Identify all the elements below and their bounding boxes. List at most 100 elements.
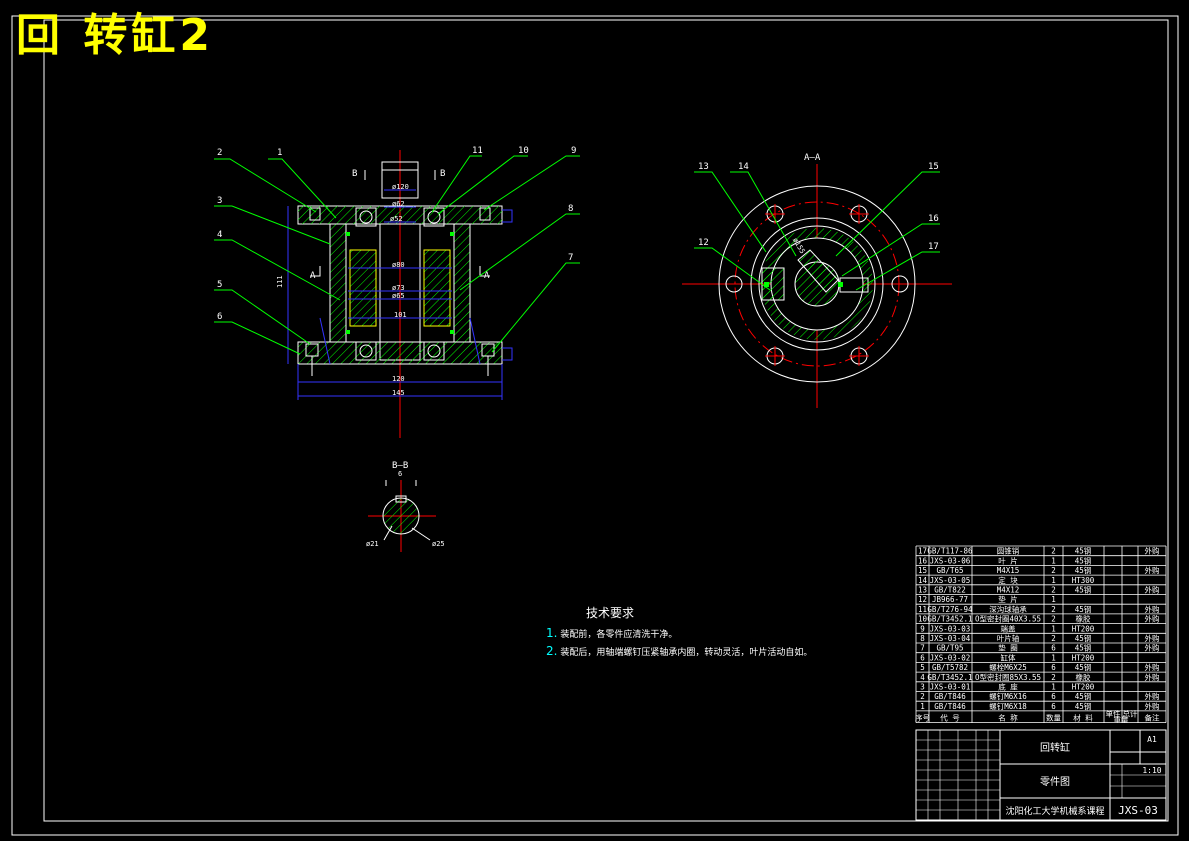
bom-row-code: GB/T3452.1 [927,673,972,682]
bom-row-qty: 2 [1051,634,1056,643]
bom-row-note: 外购 [1145,701,1160,711]
bom-row-note: 外购 [1145,565,1160,575]
bom-row-qty: 6 [1051,702,1056,711]
bom-row-code: GB/T3452.1 [927,615,972,624]
tech-item-1: 1. 装配前，各零件应清洗干净。 [546,626,678,640]
bom-row-no: 2 [920,692,925,701]
bom-row-qty: 2 [1051,566,1056,575]
dim-d65: ø65 [392,292,405,300]
bom-row-name: M4X12 [997,586,1020,595]
callout-2: 2 [217,148,222,158]
bom-row-code: GB/T276-94 [927,605,973,614]
bom-row-code: JXS-03-04 [930,634,971,643]
shaft-top [381,161,419,199]
bom-row-note: 外购 [1145,604,1160,614]
bom-row-note: 外购 [1145,672,1160,682]
section-b-right: B [440,169,445,179]
vane-section [797,249,839,293]
dim-d80: ø80 [392,261,405,269]
callout-15: 15 [928,162,939,172]
bom-row-no: 5 [920,663,925,672]
callout-7: 7 [568,253,573,263]
bearing-top-left [355,207,377,227]
bom-header-no: 序号 [915,713,930,723]
bom-row-note: 外购 [1145,643,1160,653]
bearing-top-right [423,207,445,227]
bom-row-name: 螺栓M6X25 [989,662,1027,672]
bom-row-material: 45钢 [1075,643,1092,653]
dim-d73: ø73 [392,284,405,292]
bom-header-note: 备注 [1145,713,1161,723]
bom-row-no: 15 [918,566,927,575]
bom-row-code: JXS-03-05 [930,576,971,585]
bearing-bottom-left [355,341,377,361]
tech-item-2: 2. 装配后，用轴端螺钉压紧轴承内圈，转动灵活，叶片活动自如。 [546,644,813,658]
bom-row-no: 6 [920,653,925,662]
bom-row-code: GB/T822 [934,586,966,595]
callout-11: 11 [472,146,483,156]
callout-6: 6 [217,312,222,322]
bom-row-name: O型密封圈40X3.55 [975,614,1041,624]
bom-row-material: 橡胶 [1076,672,1092,682]
bom-row-name: 端盖 [1001,623,1016,633]
callout-17: 17 [928,242,939,252]
bom-row-material: 45钢 [1075,662,1092,672]
bom-row-qty: 2 [1051,547,1056,556]
title-block [915,729,1167,821]
bom-row-qty: 2 [1051,586,1056,595]
base-flange [297,341,503,365]
bom-row-material: HT200 [1072,683,1095,692]
bom-row-material: 45钢 [1075,701,1092,711]
callout-leaders [214,155,940,355]
bom-row-name: 垫 圈 [998,643,1018,653]
bom-row-name: 缸体 [1001,652,1016,662]
dim-111: 111 [276,275,284,288]
bom-row-qty: 1 [1051,653,1056,662]
bom-row-qty: 2 [1051,605,1056,614]
bom-row-qty: 6 [1051,644,1056,653]
callout-8: 8 [568,204,573,214]
bom-row-no: 8 [920,634,925,643]
bom-row-code: GB/T65 [936,566,963,575]
dim-d52: ø52 [390,215,403,223]
bom-row-material: 45钢 [1075,565,1092,575]
bom-row-no: 17 [918,547,927,556]
callout-3: 3 [217,196,222,206]
outer-flange-circle [718,185,916,383]
title-block-code: JXS-03 [1118,804,1158,817]
bom-row-material: HT300 [1072,576,1095,585]
bom-row-note: 外购 [1145,662,1160,672]
bom-row-code: GB/T846 [934,692,966,701]
section-bb-view [368,480,436,552]
bom-row-note: 外购 [1145,633,1160,643]
callout-13: 13 [698,162,709,172]
title-block-type: 零件图 [1040,776,1070,788]
dim-101: 101 [394,311,407,319]
drawing-title: 回 转缸2 [16,10,214,61]
bom-row-name: 定 块 [998,575,1018,585]
title-block-school: 沈阳化工大学机械系课程 [1005,805,1104,817]
bom-row-no: 12 [918,595,927,604]
bom-row-name: 底 座 [998,682,1018,692]
bom-row-code: GB/T846 [934,702,966,711]
bom-row-name: 垫 片 [998,594,1018,604]
bom-row-code: JB966-77 [932,595,968,604]
section-aa-view [682,164,952,408]
bom-row-qty: 1 [1051,624,1056,633]
tech-heading: 技术要求 [586,606,635,620]
bom-header-name: 名 称 [998,713,1018,723]
bom-row-material: 45钢 [1075,555,1092,565]
dim-d21: ø21 [366,540,379,548]
bom-row-material: 橡胶 [1076,614,1092,624]
bom-row-note: 外购 [1145,614,1160,624]
bom-row-no: 1 [920,702,925,711]
vane-right [423,249,451,327]
bom-row-code: GB/T95 [936,644,963,653]
bom-header-unit: 单件 [1106,709,1122,719]
callout-16: 16 [928,214,939,224]
bom-row-no: 9 [920,624,925,633]
bom-row-name: 叶 片 [998,555,1018,565]
callout-14: 14 [738,162,749,172]
bom-row-no: 16 [918,556,928,565]
